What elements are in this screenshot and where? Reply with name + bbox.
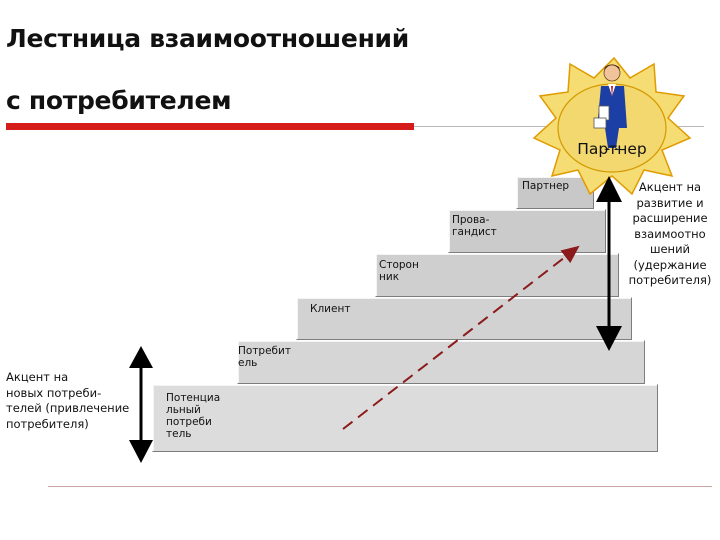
step-label-client: Клиент — [310, 303, 351, 315]
bottom-rule — [48, 486, 712, 487]
step-advocate — [448, 209, 606, 253]
left-double-arrow — [129, 346, 153, 463]
slide-title-line1: Лестница взаимоотношений — [6, 24, 409, 53]
title-red-rule — [6, 123, 414, 130]
step-base — [152, 384, 658, 452]
step-partner — [516, 176, 594, 209]
left-note: Акцент на новых потреби- телей (привлече… — [6, 370, 130, 431]
right-double-arrow — [596, 176, 622, 351]
partner-emblem-label: Партнер — [577, 140, 647, 158]
step-client — [296, 297, 632, 340]
businessman-icon — [593, 64, 627, 150]
right-note: Акцент на развитие и расширение взаимоот… — [628, 180, 712, 287]
step-label-supporter: Сторон ник — [379, 259, 419, 283]
step-consumer — [237, 340, 645, 384]
step-label-advocate: Прова- гандист — [452, 214, 497, 238]
step-label-partner: Партнер — [522, 180, 570, 192]
step-label-consumer: Потребит ель — [238, 345, 291, 369]
step-label-potential: Потенциа льный потреби тель — [166, 392, 221, 440]
slide-title-line2: с потребителем — [6, 86, 232, 115]
growth-arrow — [342, 245, 580, 430]
